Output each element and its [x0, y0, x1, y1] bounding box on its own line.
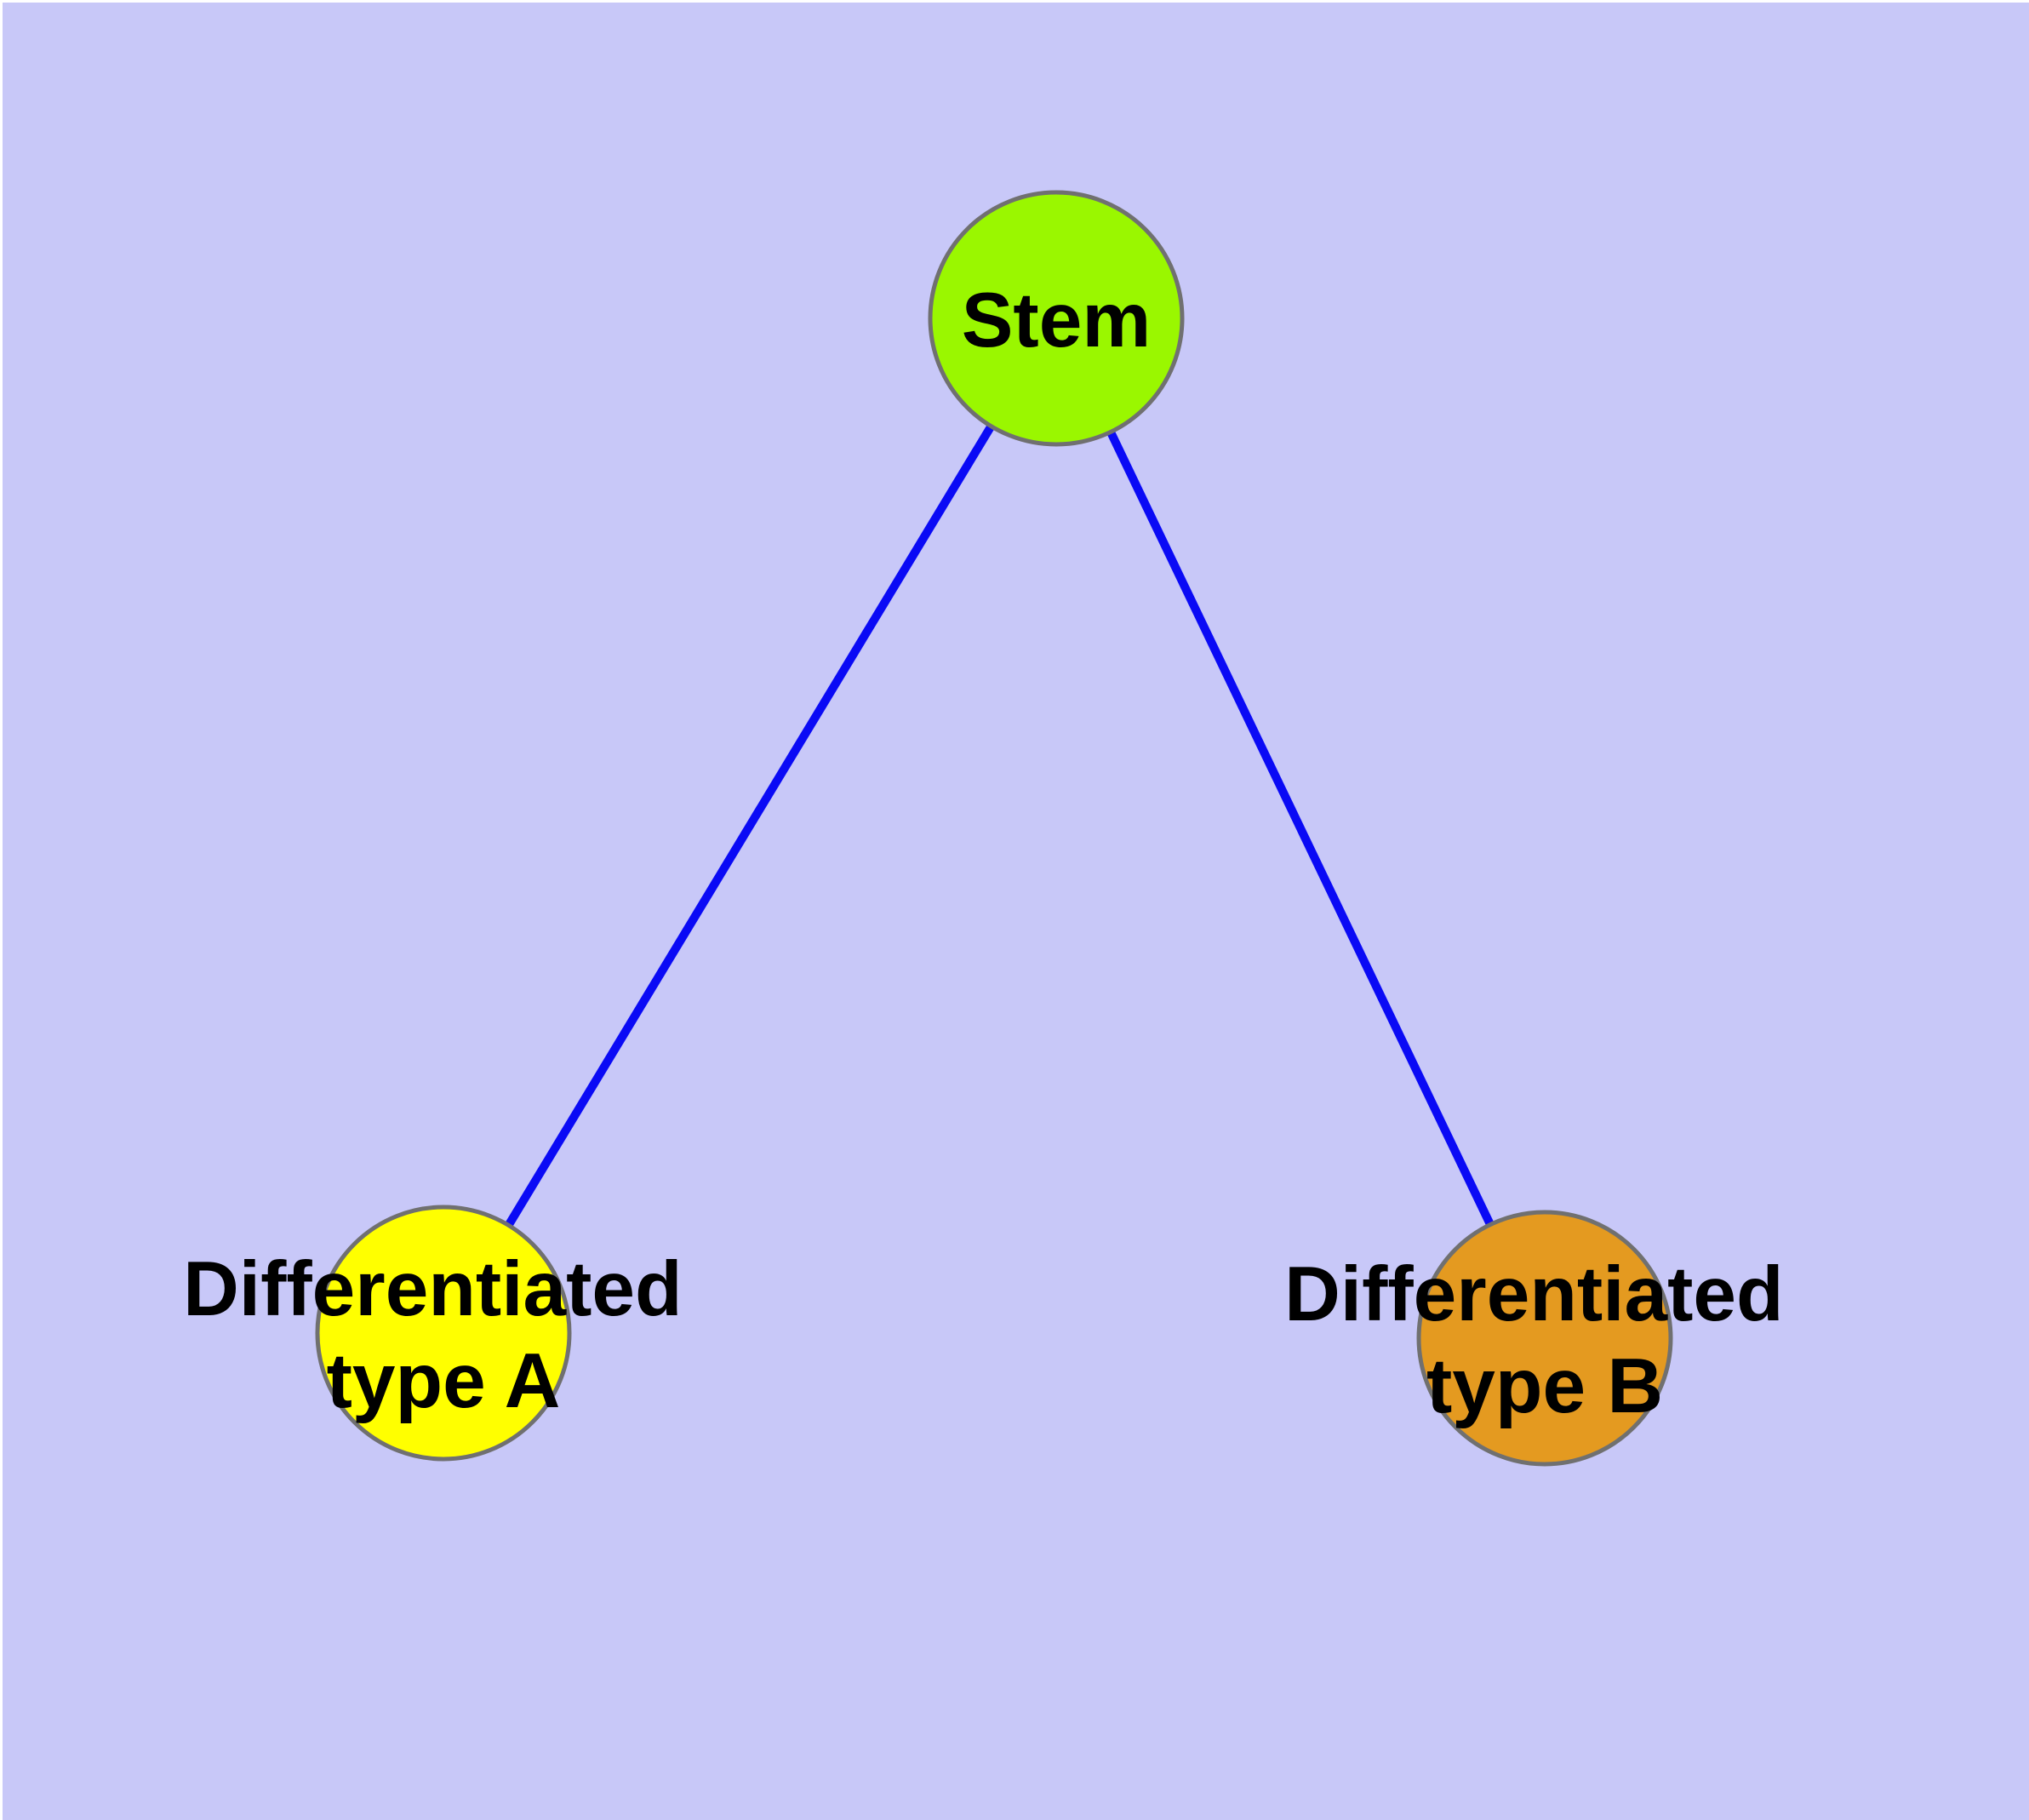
node-type-b-label-line2: type B	[1426, 1343, 1663, 1429]
node-differentiated-type-a	[315, 1205, 572, 1462]
node-stem-label: Stem	[962, 278, 1152, 363]
edge-stem-to-type-a	[439, 316, 1060, 1336]
node-type-a-label: Differentiated type A	[183, 1246, 704, 1424]
node-type-a-label-line1: Differentiated	[183, 1246, 683, 1332]
node-type-b-label: Differentiated type B	[1284, 1251, 1805, 1429]
node-type-b-label-line1: Differentiated	[1284, 1251, 1784, 1337]
node-differentiated-type-b	[1416, 1210, 1673, 1467]
edge-stem-to-type-b	[1052, 316, 1549, 1341]
node-type-a-label-line2: type A	[327, 1338, 561, 1424]
node-stem	[928, 190, 1185, 447]
